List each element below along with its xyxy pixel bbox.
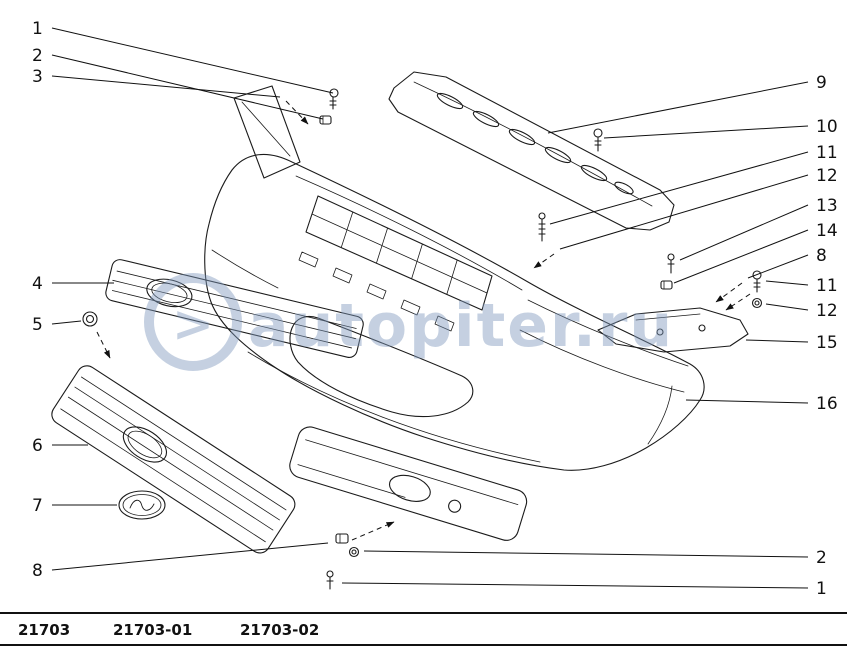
- reinforcement-bar: [388, 71, 675, 231]
- callout-left-8: 8: [32, 561, 43, 581]
- callout-right-15: 15: [816, 333, 838, 353]
- clip-top-left: [319, 115, 332, 125]
- footer-code-1: 21703: [18, 621, 71, 639]
- callout-right-11b: 11: [816, 276, 838, 296]
- callout-right-13: 13: [816, 196, 838, 216]
- lower-valance: [289, 426, 528, 541]
- watermark-logo-circle: [144, 273, 242, 371]
- callout-numbers: 1 2 3 4 5 6 7 8 9 10 11 12 13 14 8 11 12…: [32, 19, 838, 599]
- diagram-canvas: 1 2 3 4 5 6 7 8 9 10 11 12 13 14 8 11 12…: [32, 19, 838, 599]
- callout-right-12b: 12: [816, 301, 838, 321]
- bumper-corner-flap: [233, 85, 301, 179]
- callout-left-4: 4: [32, 274, 43, 294]
- nut-right: [751, 297, 763, 309]
- watermark-text: autopiter.ru: [248, 291, 674, 361]
- leader-arrows-dashed: [96, 100, 751, 541]
- callout-right-14: 14: [816, 221, 838, 241]
- upper-grille: [105, 259, 364, 358]
- lower-grille: [51, 365, 296, 554]
- clip-right: [660, 280, 673, 290]
- bumper-cover: [204, 153, 705, 471]
- callout-right-2b: 2: [816, 548, 827, 568]
- callout-right-9: 9: [816, 73, 827, 93]
- clip-bottom: [335, 533, 349, 544]
- screw-right-upper: [667, 253, 675, 274]
- bolt-right: [752, 270, 762, 293]
- ring-nut-left: [82, 311, 98, 327]
- callout-left-1: 1: [32, 19, 43, 39]
- leader-lines: [51, 27, 809, 589]
- badge-emblem: [118, 490, 166, 520]
- watermark-logo-glyph: >: [172, 295, 214, 353]
- callout-left-2: 2: [32, 46, 43, 66]
- callout-right-11: 11: [816, 143, 838, 163]
- footer-code-3: 21703-02: [240, 621, 320, 639]
- bolt-top-left: [329, 88, 339, 110]
- watermark: > autopiter.ru: [144, 273, 674, 371]
- callout-right-10: 10: [816, 117, 838, 137]
- callout-left-3: 3: [32, 67, 43, 87]
- callout-left-5: 5: [32, 315, 43, 335]
- callout-right-12: 12: [816, 166, 838, 186]
- callout-right-1b: 1: [816, 579, 827, 599]
- nut-bottom: [348, 546, 360, 558]
- bumper-slot-row: [298, 251, 455, 332]
- screw-under-bar: [538, 212, 546, 242]
- callout-left-7: 7: [32, 496, 43, 516]
- callout-right-8: 8: [816, 246, 827, 266]
- callout-right-16: 16: [816, 394, 838, 414]
- screw-bottom: [326, 570, 334, 590]
- footer-code-2: 21703-01: [113, 621, 193, 639]
- footer-bar: 21703 21703-01 21703-02: [0, 612, 847, 646]
- callout-left-6: 6: [32, 436, 43, 456]
- bolt-bar: [593, 128, 603, 152]
- side-bracket: [597, 307, 749, 353]
